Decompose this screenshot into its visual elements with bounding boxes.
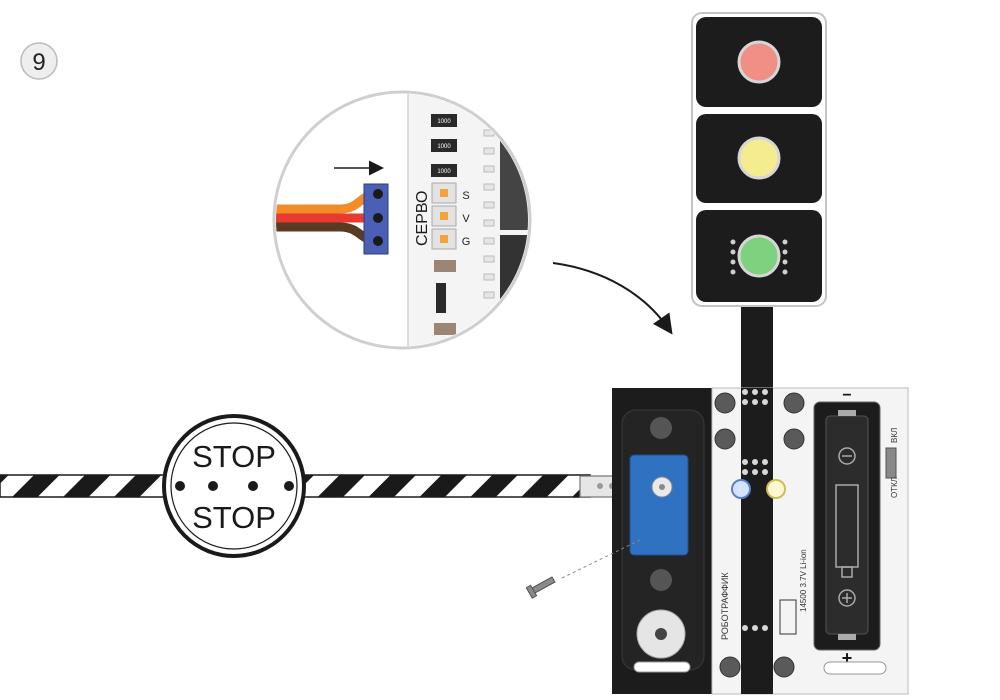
barrier-arm: [0, 474, 713, 498]
pin-label-g: G: [462, 236, 471, 248]
resistor-label-3: 1000: [437, 169, 451, 175]
switch-off-label: ОТКЛ: [890, 477, 899, 498]
pin-label-s: S: [462, 190, 469, 202]
battery-plus-sign: +: [842, 648, 853, 668]
stop-sign: STOP STOP: [162, 414, 306, 558]
red-lamp: [737, 40, 781, 84]
green-lamp: [737, 234, 781, 278]
barcode-icon: [779, 599, 797, 635]
step-badge: 9: [20, 42, 58, 80]
white-led: [766, 479, 786, 499]
base-board: РОБОТРАФФИК 14500 3.7V Li-ion − + ВКЛ ОТ…: [612, 387, 909, 695]
pin-label-v: V: [462, 213, 470, 225]
battery-spec-label: 14500 3.7V Li-ion: [799, 549, 808, 612]
resistor-label-1: 1000: [437, 119, 451, 125]
stop-text-bottom: STOP: [192, 500, 276, 535]
screw-icon: [525, 539, 641, 599]
resistors: 1000 1000 1000: [431, 114, 457, 177]
zoom-inset: 1000 1000 1000 S V G СЕРВО: [272, 90, 532, 350]
traffic-light: [691, 12, 827, 307]
brand-label: РОБОТРАФФИК: [720, 572, 730, 640]
servo-motor: [629, 454, 689, 556]
blue-led: [731, 479, 751, 499]
servo-connector-label: СЕРВО: [414, 191, 431, 246]
stop-text-top: STOP: [192, 439, 276, 474]
yellow-lamp: [737, 136, 781, 180]
resistor-label-2: 1000: [437, 144, 451, 150]
pointer-arrow: [552, 262, 673, 335]
step-number: 9: [32, 49, 45, 76]
stop-sign-holes: [175, 481, 294, 491]
battery-minus-sign: −: [842, 387, 851, 404]
power-switch: [885, 447, 897, 479]
servo-header: S V G СЕРВО: [414, 182, 471, 250]
switch-on-label: ВКЛ: [890, 428, 899, 443]
